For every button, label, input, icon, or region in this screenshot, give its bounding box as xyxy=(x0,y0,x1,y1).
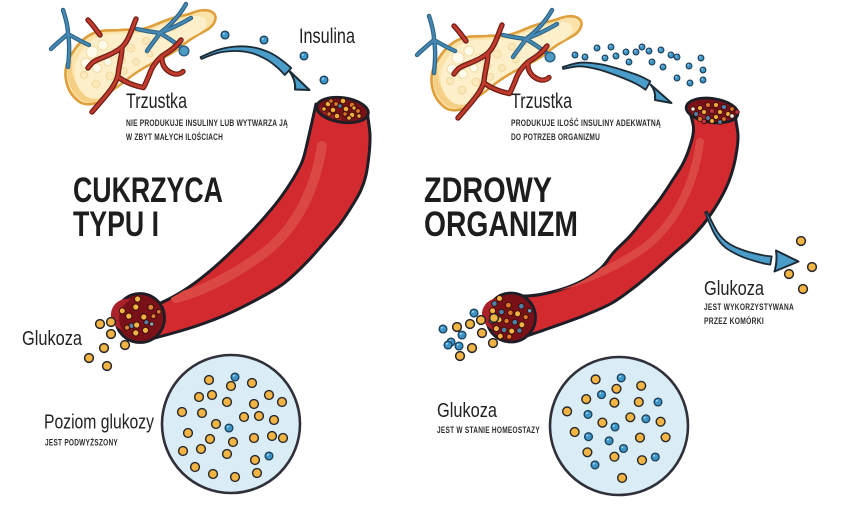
svg-text:Trzustka: Trzustka xyxy=(126,90,187,113)
svg-text:Trzustka: Trzustka xyxy=(511,90,572,113)
svg-text:Glukoza: Glukoza xyxy=(22,328,83,350)
svg-text:JEST WYKORZYSTYWANA: JEST WYKORZYSTYWANA xyxy=(704,302,794,313)
svg-text:PRODUKUJE ILOŚĆ INSULINY ADEKW: PRODUKUJE ILOŚĆ INSULINY ADEKWATNĄ xyxy=(511,117,661,129)
svg-text:W ZBYT MAŁYCH ILOŚCIACH: W ZBYT MAŁYCH ILOŚCIACH xyxy=(126,131,223,143)
svg-text:JEST W STANIE HOMEOSTAZY: JEST W STANIE HOMEOSTAZY xyxy=(437,425,540,436)
svg-text:DO POTRZEB ORGANIZMU: DO POTRZEB ORGANIZMU xyxy=(511,132,600,143)
svg-text:Poziom glukozy: Poziom glukozy xyxy=(44,412,154,434)
svg-text:Glukoza: Glukoza xyxy=(704,278,765,300)
svg-text:JEST PODWYŻSZONY: JEST PODWYŻSZONY xyxy=(45,438,118,449)
svg-text:ZDROWY: ZDROWY xyxy=(424,171,552,210)
svg-text:Insulina: Insulina xyxy=(299,25,355,48)
svg-text:TYPU I: TYPU I xyxy=(73,205,159,244)
svg-text:Glukoza: Glukoza xyxy=(437,400,498,422)
svg-text:CUKRZYCA: CUKRZYCA xyxy=(73,171,223,210)
svg-text:PRZEZ KOMÓRKI: PRZEZ KOMÓRKI xyxy=(704,315,764,327)
svg-text:NIE PRODUKUJE INSULINY LUB WYT: NIE PRODUKUJE INSULINY LUB WYTWARZA JĄ xyxy=(126,118,288,129)
svg-text:ORGANIZM: ORGANIZM xyxy=(424,205,578,244)
